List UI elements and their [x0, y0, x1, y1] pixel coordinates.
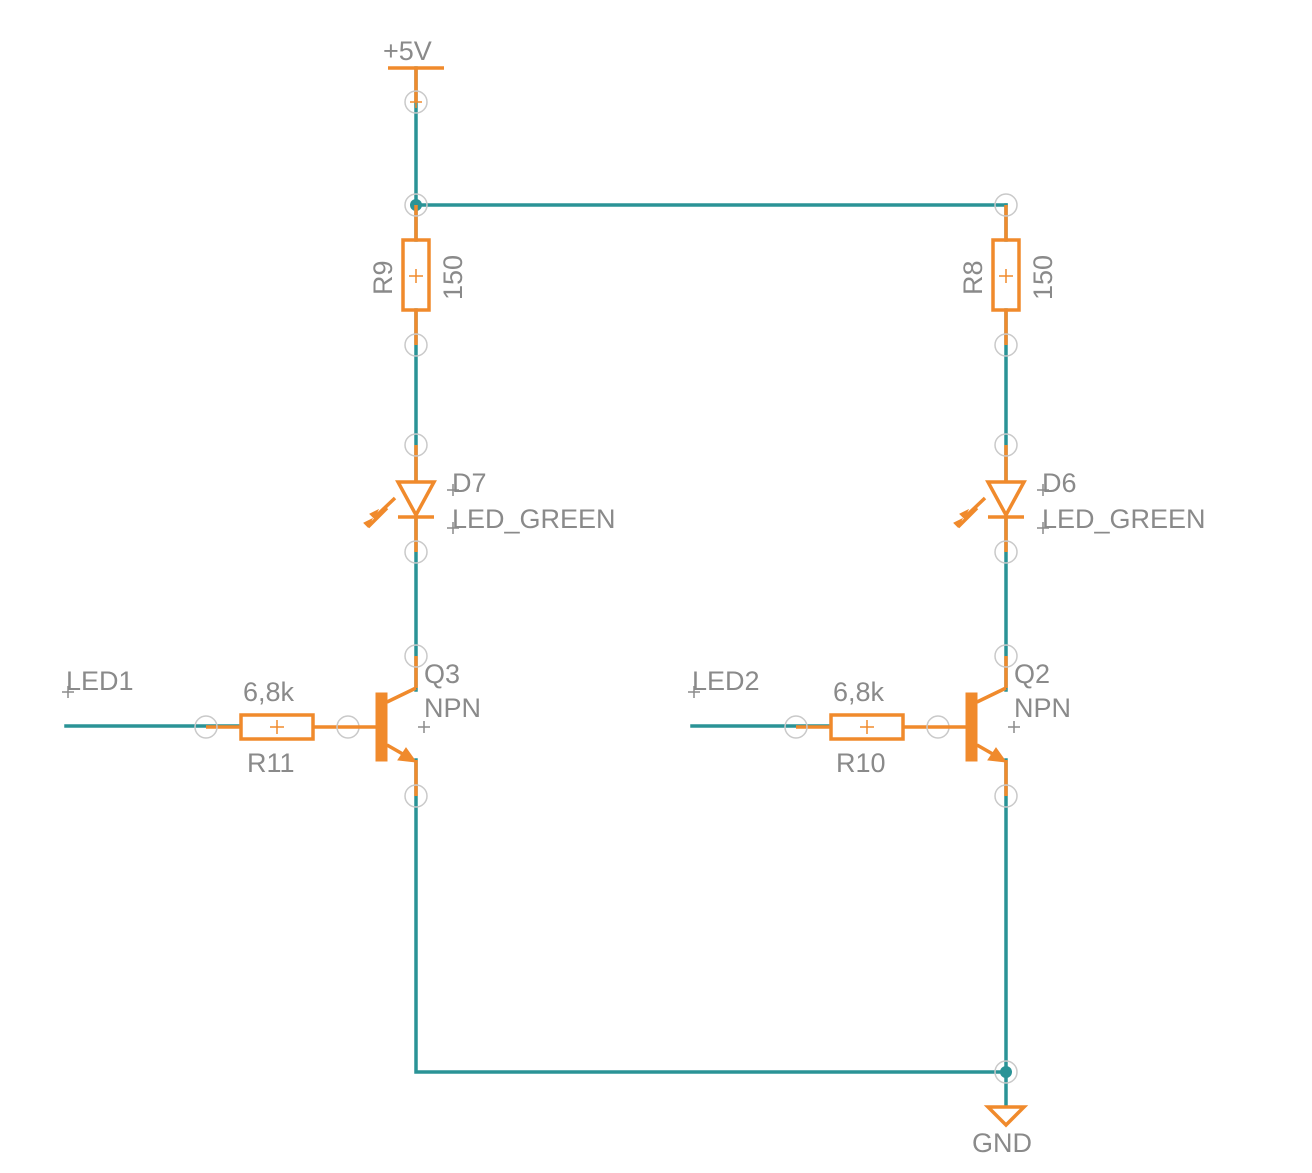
- net-label-led1[interactable]: LED1: [62, 666, 134, 698]
- led-d7[interactable]: D7 LED_GREEN: [363, 433, 616, 564]
- d7-value-label: LED_GREEN: [452, 504, 616, 534]
- q2-name-label: Q2: [1014, 659, 1050, 689]
- r10-name-label: R10: [836, 748, 886, 778]
- q3-base-bar: [375, 692, 388, 762]
- transistor-q3[interactable]: Q3 NPN: [348, 644, 481, 808]
- r11-name-label: R11: [247, 748, 295, 778]
- r10-value-label: 6,8k: [833, 677, 885, 707]
- q2-collector: [976, 686, 1007, 704]
- gnd-symbol[interactable]: GND: [972, 1060, 1032, 1158]
- r9-name-label: R9: [368, 260, 398, 295]
- led-d6[interactable]: D6 LED_GREEN: [953, 433, 1206, 564]
- r8-value-label: 150: [1028, 255, 1058, 300]
- wires: [64, 66, 1012, 1107]
- transistor-q2[interactable]: Q2 NPN: [938, 644, 1071, 808]
- d7-name-label: D7: [452, 468, 487, 498]
- gnd-triangle: [983, 1105, 1029, 1128]
- vcc-label: +5V: [383, 36, 432, 66]
- gnd-junction: [1000, 1066, 1012, 1078]
- q2-value-label: NPN: [1014, 693, 1071, 723]
- vcc-supply-symbol[interactable]: +5V: [383, 36, 444, 114]
- d6-name-label: D6: [1042, 468, 1077, 498]
- q3-emitter-arrow: [397, 747, 418, 763]
- d6-light-arrows-icon: [956, 496, 987, 529]
- gnd-pin: [994, 1060, 1018, 1084]
- q2-base-bar: [965, 692, 978, 762]
- led1-label: LED1: [66, 666, 134, 696]
- d7-light-arrows-icon: [366, 496, 397, 529]
- vcc-pin: [404, 90, 428, 114]
- resistor-r8[interactable]: R8 150: [958, 193, 1058, 357]
- r8-name-label: R8: [958, 260, 988, 295]
- d6-triangle: [985, 480, 1027, 519]
- gnd-label: GND: [972, 1128, 1032, 1158]
- resistor-r10[interactable]: 6,8k R10: [784, 677, 950, 778]
- q3-gnd-wire: [414, 758, 1008, 1074]
- d7-triangle: [395, 480, 437, 519]
- q3-value-label: NPN: [424, 693, 481, 723]
- r11-value-label: 6,8k: [243, 677, 295, 707]
- q3-name-label: Q3: [424, 659, 460, 689]
- q2-emitter-arrow: [987, 747, 1008, 763]
- q3-collector: [386, 686, 417, 704]
- r9-value-label: 150: [438, 255, 468, 300]
- d6-value-label: LED_GREEN: [1042, 504, 1206, 534]
- led2-label: LED2: [692, 666, 760, 696]
- resistor-r9[interactable]: R9 150: [368, 193, 468, 357]
- resistor-r11[interactable]: 6,8k R11: [194, 677, 360, 778]
- net-label-led2[interactable]: LED2: [688, 666, 760, 698]
